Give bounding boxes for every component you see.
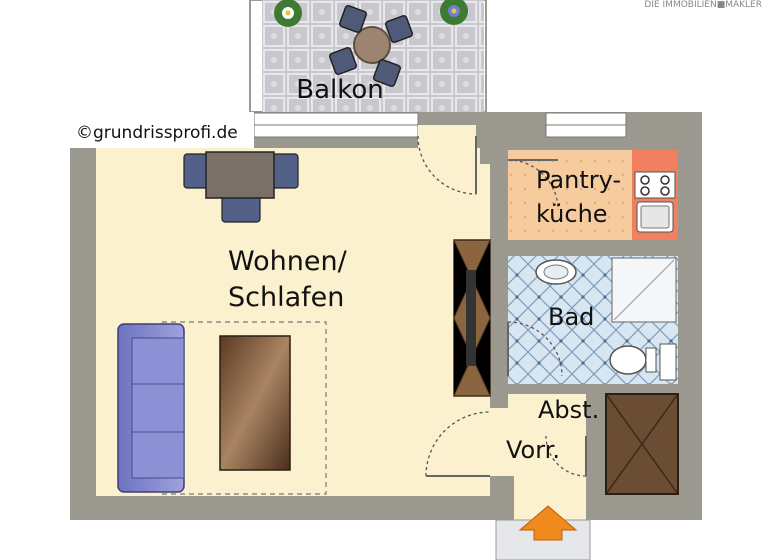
sofa: [117, 323, 185, 493]
door-swings: [417, 135, 587, 477]
room-label-vorr: Vorr.: [506, 436, 560, 464]
room-label-pantry: Pantry-: [536, 166, 621, 194]
room-label-wohnen: Wohnen/: [228, 246, 348, 277]
copyright-label: ©grundrissprofi.de: [76, 123, 238, 143]
balcony: Balkon: [249, 0, 487, 113]
room-label-balkon: Balkon: [296, 75, 384, 105]
room-label-abst: Abst.: [538, 396, 599, 424]
coffee-table: [219, 335, 291, 471]
room-label-kueche: küche: [536, 200, 608, 228]
entrance-arrow-icon: [518, 505, 578, 541]
room-label-schlafen: Schlafen: [228, 282, 344, 313]
plant-icon: [440, 0, 468, 25]
dining-table: [183, 151, 299, 223]
room-label-bad: Bad: [548, 303, 594, 331]
interior-walls: [480, 112, 702, 520]
brand-label: DIE IMMOBILIEN■MAKLER: [644, 0, 762, 10]
door-leaves: [426, 136, 587, 477]
plant-icon: [274, 0, 302, 27]
